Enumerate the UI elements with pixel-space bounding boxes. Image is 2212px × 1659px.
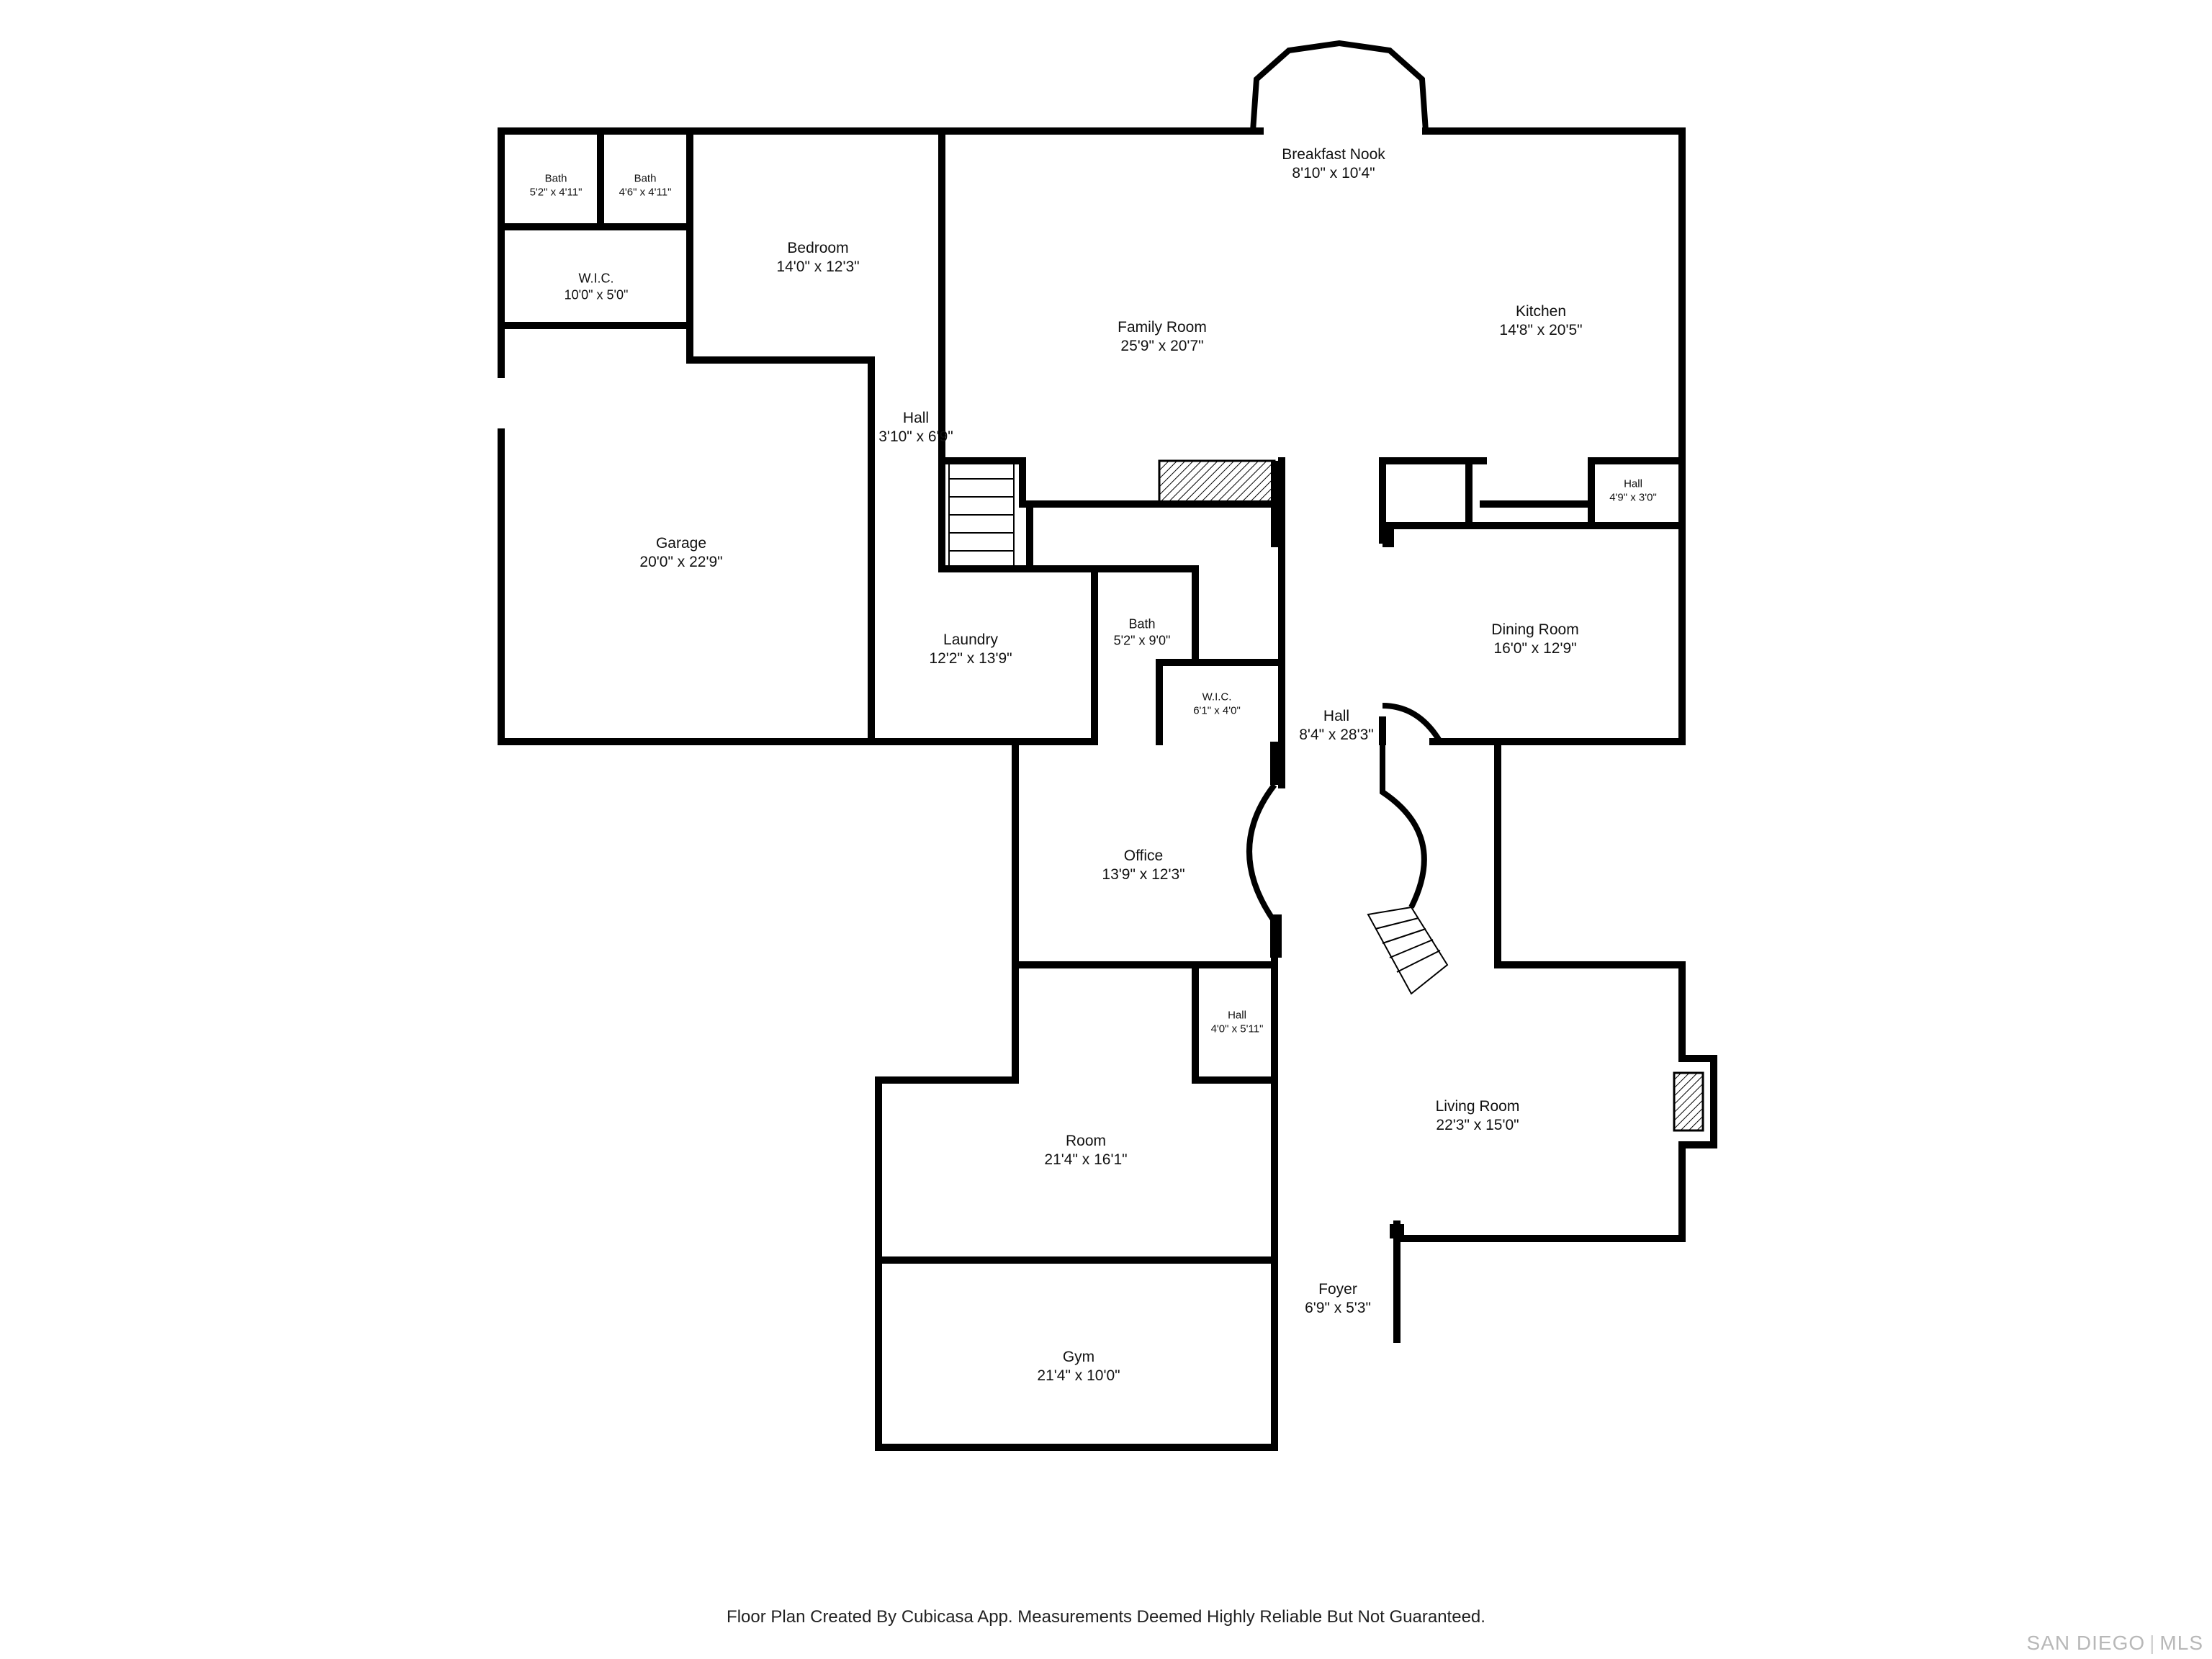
- fireplace-living-room: [1673, 1071, 1704, 1132]
- stairs-upper: [948, 460, 1015, 570]
- bay-window: [1250, 40, 1429, 132]
- curved-wall-west: [1246, 783, 1277, 924]
- curved-wall-east: [1382, 703, 1498, 745]
- curved-wall-stair: [1380, 742, 1427, 909]
- brand-right: MLS: [2159, 1632, 2203, 1654]
- stairs-curved: [1367, 906, 1449, 995]
- wall-accents: [1270, 461, 1404, 1238]
- walls: [498, 127, 1717, 1451]
- brand-left: SAN DIEGO: [2026, 1632, 2146, 1654]
- mls-logo: SAN DIEGO|MLS: [2027, 1632, 2203, 1655]
- brand-separator: |: [2149, 1632, 2156, 1654]
- disclaimer-text: Floor Plan Created By Cubicasa App. Meas…: [727, 1607, 1485, 1627]
- fireplace-family-room: [1158, 459, 1276, 505]
